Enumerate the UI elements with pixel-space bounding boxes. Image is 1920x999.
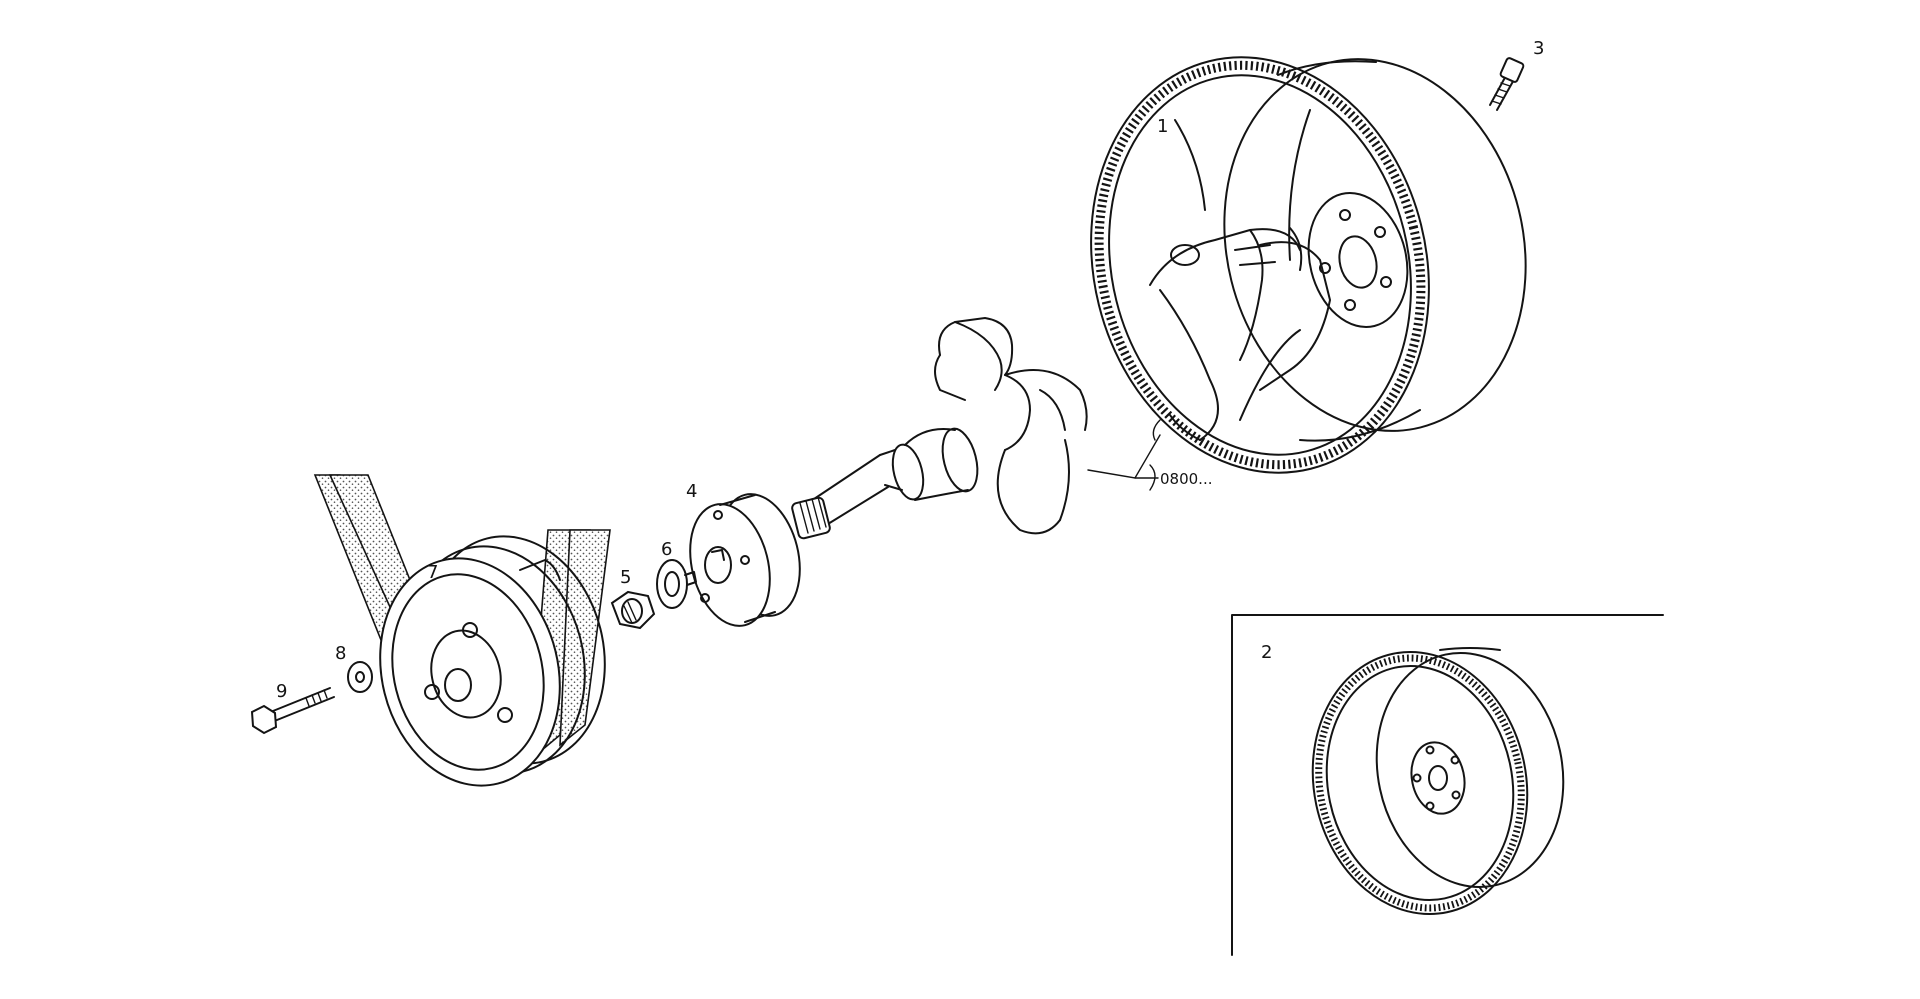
callout-4: 4 [686,481,697,502]
lock-washer [656,559,697,609]
callout-5: 5 [620,567,631,588]
alternative-flywheel-inset [1231,614,1664,956]
pulley-washer [347,661,373,693]
flywheel-bolt [1489,57,1525,111]
callout-9: 9 [276,681,287,702]
callout-1: 1 [1157,116,1168,137]
callout-7: 7 [427,562,438,583]
hub-nut [610,590,656,630]
crank-pulley [379,535,606,787]
crankshaft-reference-label: 0800... [1160,470,1212,488]
crankshaft [791,227,1331,540]
callout-2: 2 [1261,642,1272,663]
pulley-bolt [250,687,335,735]
callout-3: 3 [1533,38,1544,59]
crankshaft-reference-callout: 0800... [1087,434,1212,488]
part-callouts: 1 2 3 4 5 6 7 8 9 [276,38,1544,702]
flywheel [1090,56,1527,474]
crank-hub [689,493,801,627]
callout-8: 8 [335,643,346,664]
callout-6: 6 [661,539,672,560]
